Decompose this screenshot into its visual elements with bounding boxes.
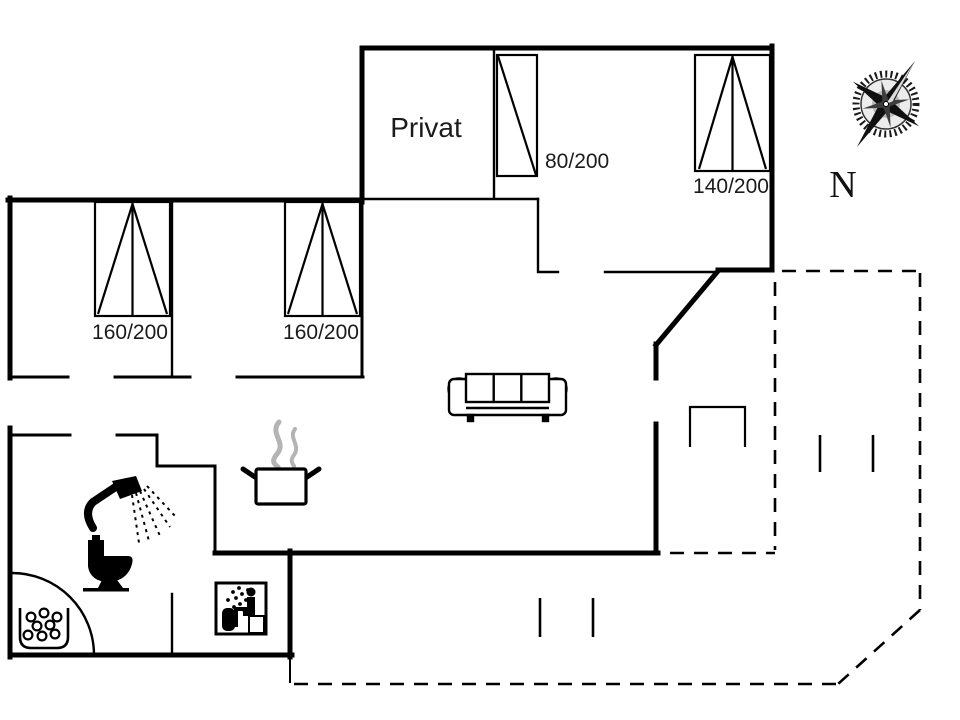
north-label: N <box>829 164 856 206</box>
toilet-pedestal <box>98 580 123 588</box>
light-partitions <box>170 48 720 657</box>
whirlpool-icon <box>18 607 70 650</box>
privat-label: Privat <box>390 112 462 143</box>
bed-duvet-line <box>731 56 768 170</box>
sauna-person <box>234 587 265 634</box>
cooking-pot-icon <box>240 419 322 506</box>
bed-duvet-line <box>697 56 734 170</box>
pot-handle <box>304 466 322 480</box>
shower-spray <box>131 485 177 544</box>
whirlpool-bubbles <box>22 607 63 642</box>
shower-icon <box>84 476 177 544</box>
bed-double-right-label: 140/200 <box>693 175 769 198</box>
shower-head <box>112 476 142 499</box>
door-arc <box>11 571 96 656</box>
sofa-icon <box>447 372 568 423</box>
bed-double-left-1 <box>93 200 172 318</box>
terrace-ticks <box>538 435 875 637</box>
wall-diagonal <box>652 267 722 349</box>
toilet-base <box>83 588 129 592</box>
exterior-walls <box>5 43 775 660</box>
sauna-stove <box>222 608 235 631</box>
compass-hub <box>883 101 889 107</box>
bed-duvet-line <box>496 55 538 176</box>
whirlpool-tub <box>18 608 70 650</box>
bed-double-left1-label: 160/200 <box>92 321 168 344</box>
bed-single-label: 80/200 <box>545 150 609 173</box>
bed-duvet-line <box>96 203 134 315</box>
wall-bedroom3-left <box>536 197 560 274</box>
compass-rose-icon <box>852 60 920 148</box>
sauna-icon <box>214 581 268 636</box>
bed-double-right <box>693 53 772 173</box>
terrace-outline <box>292 269 922 686</box>
bed-double-left2-label: 160/200 <box>283 321 359 344</box>
sauna-bench <box>248 615 265 634</box>
terrace-table-icon <box>688 405 747 447</box>
steam-icon <box>289 427 299 468</box>
bed-single <box>495 53 539 178</box>
interior-walls <box>8 198 365 555</box>
toilet-knob <box>92 535 100 541</box>
steam-icon <box>271 419 283 470</box>
sofa-cushions <box>464 372 551 404</box>
bed-duvet-line <box>286 203 324 315</box>
wall-right <box>715 43 775 273</box>
terrace-corner-diagonal <box>837 609 921 685</box>
bed-double-left-2 <box>283 200 362 318</box>
bed-duvet-line <box>131 203 169 315</box>
sofa-foot <box>541 413 550 423</box>
toilet-icon <box>83 535 133 592</box>
pot-handle <box>240 466 258 480</box>
pot-body <box>254 467 308 506</box>
wall-kitchen-step <box>155 433 217 555</box>
sofa-foot <box>466 413 475 423</box>
bed-duvet-line <box>321 203 359 315</box>
toilet-bowl <box>88 556 133 582</box>
shower-arm <box>84 482 121 532</box>
compass-tick-ring <box>852 70 920 138</box>
